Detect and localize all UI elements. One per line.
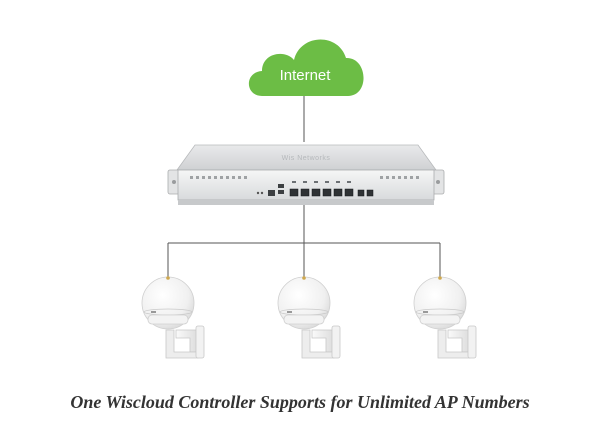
- access-point-icon: [141, 276, 205, 359]
- controller-brand-label: Wis Networks: [282, 155, 331, 162]
- cloud-label: Internet: [280, 67, 332, 84]
- access-point-icon: [413, 276, 477, 359]
- access-point: [141, 276, 205, 359]
- cloud-icon: Internet: [248, 39, 364, 96]
- controller-device: Wis Networks: [167, 144, 445, 205]
- connection-lines: [167, 92, 441, 278]
- access-point: [413, 276, 477, 359]
- access-point: [277, 276, 341, 359]
- controller-ethernet-ports: [289, 188, 374, 197]
- diagram-caption: One Wiscloud Controller Supports for Unl…: [70, 392, 530, 412]
- access-point-icon: [277, 276, 341, 359]
- controller-status-leds: [256, 184, 284, 196]
